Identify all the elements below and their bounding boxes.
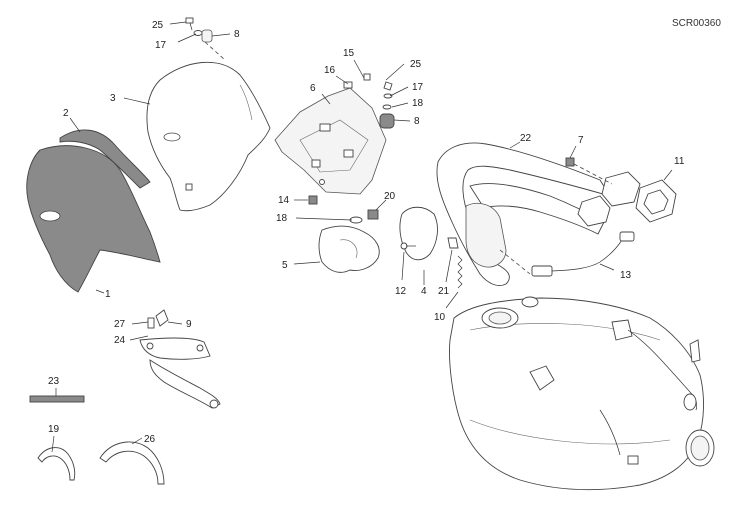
silencer-seam-bottom [469,419,671,445]
callout-10: 10 [434,312,446,323]
part-6-tab-b [343,149,354,158]
part-7-nut [565,157,575,167]
part-20-spacer [367,209,379,220]
callout-labels: 1 2 3 4 5 6 7 8 8 9 10 11 12 13 14 15 16… [48,20,685,445]
callout-2: 2 [63,108,69,119]
callout-22: 22 [520,133,532,144]
part-5-ridge [339,239,358,259]
callout-21: 21 [438,286,450,297]
part-22-flange-a [601,171,641,207]
callout-15: 15 [343,48,355,59]
silencer-hanger-bracket [689,339,701,363]
part-23-strip [29,395,85,403]
silencer-wire [599,409,621,456]
part-6-tab-c [311,159,321,168]
callout-19: 19 [48,424,60,435]
part-1-vent-hole [39,210,61,222]
part-3-heat-shield [146,61,271,212]
part-22-flange-b [577,195,611,227]
part-6-hole [319,179,325,185]
callout-9: 9 [186,319,192,330]
part-21-clip [447,237,459,249]
callout-17-top: 17 [155,40,167,51]
part-22-collector [465,202,507,268]
part-14-nut [308,195,318,205]
callout-6: 6 [310,83,316,94]
callout-25-right: 25 [410,59,422,70]
part-19-clamp [37,447,76,481]
callout-5: 5 [282,260,288,271]
callout-7: 7 [578,135,584,146]
callout-27: 27 [114,319,126,330]
silencer-mount-b [611,319,633,341]
part-4-small-shield [399,206,438,261]
callout-26: 26 [144,434,156,445]
silencer-mount-a [529,365,555,391]
callout-20: 20 [384,191,396,202]
part-11-gasket-inner [643,189,669,215]
part-7-guide [573,163,613,185]
part-2-heat-strip [59,129,151,189]
part-3-ridge [239,84,253,121]
part-12-screw [400,242,416,250]
part-6-mounting-bracket [274,87,387,195]
part-3-clip [185,183,193,191]
silencer-pipe-stub [521,296,539,308]
callout-18-left: 18 [276,213,288,224]
callout-1: 1 [105,289,111,300]
silencer-inlet-bore [488,311,512,325]
callout-17-right: 17 [412,82,424,93]
leader-lines [51,21,673,453]
part-26-clamp [99,441,165,485]
callout-14: 14 [278,195,290,206]
callout-25-top: 25 [152,20,164,31]
diagram-code: SCR00360 [672,18,721,29]
part-5-lower-shield [318,225,380,273]
part-3-vent-hole [163,132,181,142]
fastener-set-bracket [343,73,395,129]
fastener-set-top-left [185,17,226,61]
callout-18-right: 18 [412,98,424,109]
part-6-tab-a [319,123,331,132]
callout-24: 24 [114,335,126,346]
silencer-outlet-bore [690,435,710,461]
silencer-tab [627,455,639,465]
callout-3: 3 [110,93,116,104]
callout-8-right: 8 [414,116,420,127]
pedal-bracket-assembly [139,309,221,409]
callout-13: 13 [620,270,632,281]
callout-16: 16 [324,65,336,76]
silencer-seam-top [469,323,661,341]
part-10-spring [457,255,463,289]
silencer-bolt [683,393,697,411]
callout-8-top: 8 [234,29,240,40]
part-13-lambda-sensor [499,231,635,277]
part-1-heat-shield [26,145,161,293]
callout-23: 23 [48,376,60,387]
callout-4: 4 [421,286,427,297]
silencer-hanger-rod [627,329,698,411]
callout-12: 12 [395,286,407,297]
callout-11: 11 [674,156,685,167]
